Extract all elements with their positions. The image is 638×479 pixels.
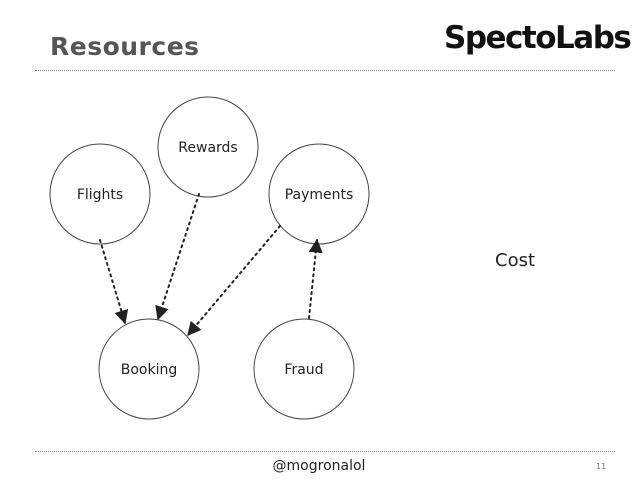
bottom-divider: [35, 451, 615, 452]
node-flights-circle: [49, 143, 151, 245]
slide-title: Resources: [50, 32, 200, 61]
top-divider: [35, 70, 615, 71]
node-booking-label: Booking: [121, 362, 178, 378]
footer-handle: @mogronalol: [272, 458, 366, 474]
node-rewards-circle: [157, 96, 259, 198]
node-fraud-circle: [253, 318, 355, 420]
edge-payments-to-booking: [187, 225, 281, 337]
node-booking: Booking: [98, 318, 200, 420]
node-booking-circle: [98, 318, 200, 420]
cost-label: Cost: [495, 250, 536, 271]
node-payments-label: Payments: [285, 187, 354, 203]
node-flights: Flights: [49, 143, 151, 245]
edge-flights-to-booking: [99, 239, 129, 325]
node-rewards: Rewards: [157, 96, 259, 198]
node-rewards-label: Rewards: [178, 140, 237, 156]
edge-fraud-to-payments: [308, 238, 323, 319]
page-number: 11: [596, 462, 607, 471]
spectolabs-logo: SpectoLabs: [444, 20, 632, 56]
edge-rewards-to-booking: [155, 193, 200, 321]
node-payments: Payments: [268, 143, 370, 245]
node-fraud-label: Fraud: [284, 362, 323, 378]
node-flights-label: Flights: [77, 187, 123, 203]
node-fraud: Fraud: [253, 318, 355, 420]
